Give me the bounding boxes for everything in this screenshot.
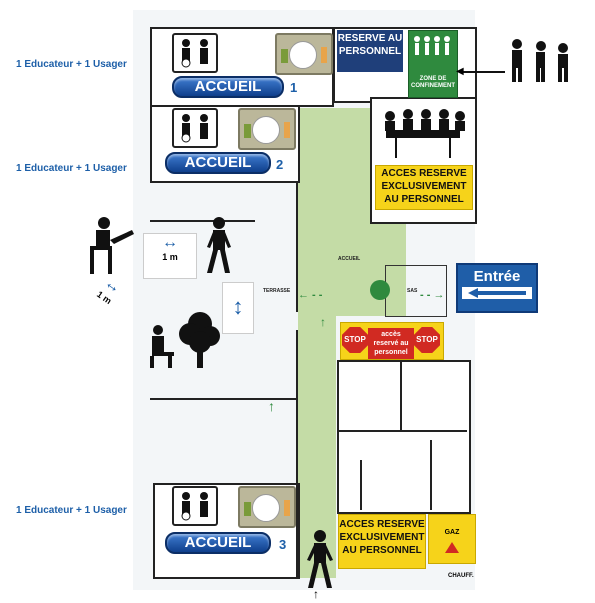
arrow-up-green: ↑	[320, 315, 326, 329]
side-label-1: 1 Educateur + 1 Usager	[16, 59, 127, 70]
wall	[150, 220, 255, 222]
entree-label: Entrée	[473, 268, 521, 285]
educator-user-icon	[172, 108, 218, 148]
distance-arrow-horizontal: ↔ 1 m	[143, 233, 197, 279]
educator-user-icon	[172, 33, 218, 73]
accueil-button-3: ACCUEIL	[165, 532, 271, 554]
stop-banner-label: accès reservé au personnel	[368, 328, 414, 359]
wall	[296, 330, 298, 578]
wall	[360, 460, 362, 510]
acces-reserve-sign-bottom: ACCES RESERVE EXCLUSIVEMENT AU PERSONNEL	[338, 514, 426, 569]
standing-person-icon	[207, 217, 231, 273]
educator-user-icon	[172, 486, 218, 526]
wall	[400, 360, 402, 430]
accueil-button-2: ACCUEIL	[165, 152, 271, 174]
wall	[296, 182, 298, 312]
label-terrasse: TERRASSE	[263, 288, 291, 294]
person-sitting-tree-icon	[150, 312, 220, 368]
meeting-room-icon	[385, 109, 465, 158]
arrow-left-green: ← - -	[298, 289, 323, 301]
gaz-sign: GAZ	[428, 514, 476, 564]
distance-arrow-vertical: ↕	[222, 282, 254, 334]
wall	[430, 440, 432, 510]
reserve-personnel-sign: RESERVE AU PERSONNEL	[337, 30, 403, 72]
sick-people-icon	[512, 39, 568, 82]
accueil-button-1: ACCUEIL	[172, 76, 284, 98]
acces-reserve-sign-top: ACCES RESERVE EXCLUSIVEMENT AU PERSONNEL	[375, 165, 473, 210]
person-desk-icon	[90, 217, 134, 274]
vertical-arrow-icon: ↕	[232, 294, 244, 319]
corridor-hall	[336, 218, 406, 316]
zone-confinement-sign: ZONE DE CONFINEMENT	[408, 30, 458, 98]
arrow-up-entrance: ↑	[313, 587, 319, 601]
stop-sign-left: STOP	[342, 327, 368, 353]
stop-sign-right: STOP	[414, 327, 440, 353]
side-label-2: 1 Educateur + 1 Usager	[16, 163, 127, 174]
room-right-middle	[337, 360, 471, 514]
entree-sign[interactable]: Entrée	[456, 263, 538, 313]
accueil-number-3: 3	[279, 537, 287, 552]
arrow-head-icon: ◀	[456, 66, 464, 77]
gaz-label: GAZ	[444, 529, 460, 536]
wall	[150, 398, 296, 400]
side-label-3: 1 Educateur + 1 Usager	[16, 505, 127, 516]
label-accueil-room: ACCUEIL	[338, 256, 361, 262]
accueil-number-2: 2	[276, 157, 284, 172]
arrow-to-zone	[460, 71, 505, 73]
meal-tray-icon	[238, 108, 296, 150]
meal-tray-icon	[238, 486, 296, 528]
label-sas: SAS	[407, 288, 418, 294]
zone-confinement-label: ZONE DE CONFINEMENT	[411, 76, 455, 89]
arrow-right-green: - - →	[420, 289, 445, 301]
accueil-number-1: 1	[290, 80, 298, 95]
sas-circle	[370, 280, 390, 300]
distance-label-1: 1 m	[162, 252, 178, 262]
meal-tray-icon	[275, 33, 333, 75]
chauff-label: CHAUFF.	[448, 573, 474, 579]
warning-triangle-icon	[445, 542, 459, 553]
arrow-up-green: ↑	[268, 398, 275, 414]
double-arrow-icon: ↔	[162, 234, 178, 251]
wall	[337, 430, 467, 432]
walking-person-icon	[307, 530, 333, 588]
